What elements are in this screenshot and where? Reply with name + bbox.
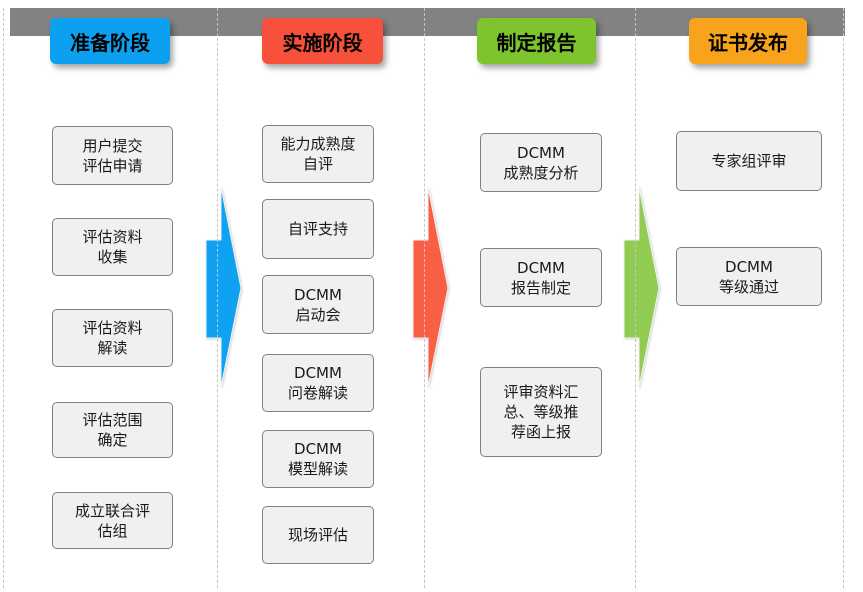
column-separator-2 xyxy=(424,8,425,588)
step-material-collection: 评估资料 收集 xyxy=(52,218,173,276)
stage-header-implementation: 实施阶段 xyxy=(262,18,383,64)
step-review-material-submit: 评审资料汇 总、等级推 荐函上报 xyxy=(480,367,602,457)
step-joint-assessment-team: 成立联合评 估组 xyxy=(52,492,173,549)
step-onsite-assessment: 现场评估 xyxy=(262,506,374,564)
step-dcmm-level-passed: DCMM 等级通过 xyxy=(676,247,822,306)
flow-arrow-2-icon xyxy=(412,186,449,388)
stage-header-certificate: 证书发布 xyxy=(689,18,807,64)
step-dcmm-model: DCMM 模型解读 xyxy=(262,430,374,488)
flow-arrow-1-shape xyxy=(205,186,242,388)
flow-arrow-3-shape xyxy=(623,186,660,388)
step-user-submit-application: 用户提交 评估申请 xyxy=(52,126,173,185)
step-dcmm-questionnaire: DCMM 问卷解读 xyxy=(262,354,374,412)
step-material-interpretation: 评估资料 解读 xyxy=(52,309,173,367)
step-expert-panel-review: 专家组评审 xyxy=(676,131,822,191)
step-self-assessment-support: 自评支持 xyxy=(262,199,374,259)
flow-arrow-3-icon xyxy=(623,186,660,388)
step-dcmm-maturity-analysis: DCMM 成熟度分析 xyxy=(480,133,602,192)
column-separator-right xyxy=(843,8,844,588)
column-separator-3 xyxy=(635,8,636,588)
stage-header-preparation: 准备阶段 xyxy=(50,18,170,64)
step-dcmm-kickoff-meeting: DCMM 启动会 xyxy=(262,275,374,334)
flow-arrow-1-icon xyxy=(205,186,242,388)
step-dcmm-report-creation: DCMM 报告制定 xyxy=(480,248,602,307)
stage-header-report: 制定报告 xyxy=(477,18,596,64)
step-maturity-self-assessment: 能力成熟度 自评 xyxy=(262,125,374,183)
flow-arrow-2-shape xyxy=(412,186,449,388)
column-separator-1 xyxy=(217,8,218,588)
column-separator-left xyxy=(3,8,4,588)
step-scope-determination: 评估范围 确定 xyxy=(52,402,173,458)
